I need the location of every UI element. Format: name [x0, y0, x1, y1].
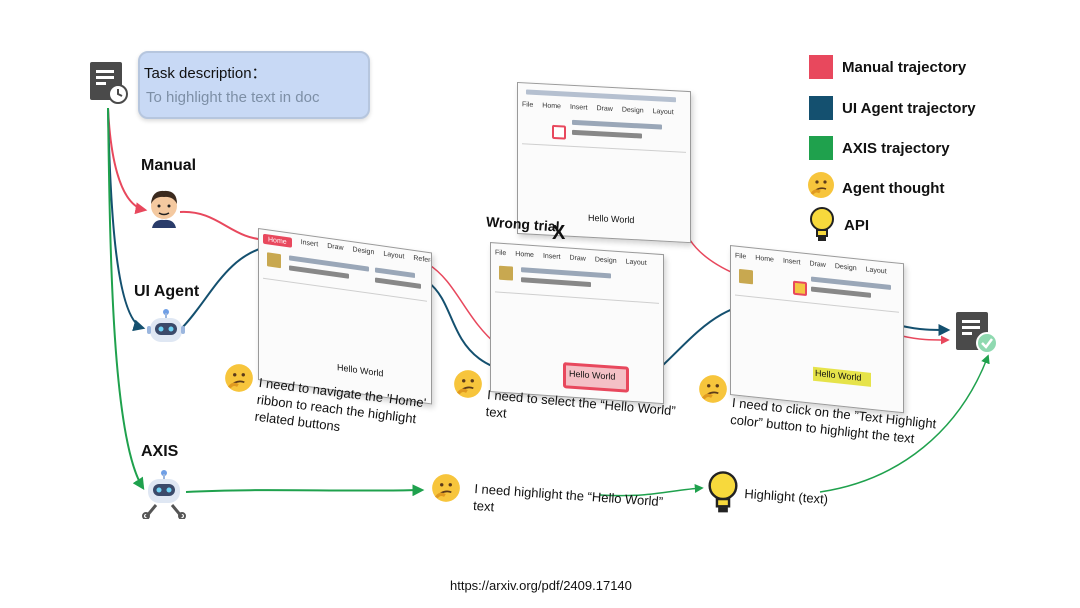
thinking-face-icon-2	[452, 368, 484, 405]
arrow-api-to-done	[819, 354, 990, 493]
doc3-menu-design: Design	[594, 256, 617, 265]
thinking-face-icon-3	[697, 373, 729, 410]
doc4-menu-layout: Layout	[865, 266, 887, 276]
legend-label-manual: Manual trajectory	[842, 59, 967, 76]
doc3-menu-home: Home	[515, 250, 534, 260]
task-text: To highlight the text in doc	[146, 89, 320, 106]
legend-label-axis: AXIS trajectory	[842, 140, 950, 157]
actor-label-ui-agent: UI Agent	[134, 283, 200, 300]
doc2-menu-file: File	[522, 101, 534, 109]
doc1-menu-references: References	[413, 254, 432, 267]
legend-thinking-face-icon	[806, 170, 836, 205]
doc3-menu-file: File	[495, 249, 507, 258]
arrow-manual-to-done	[901, 335, 950, 345]
doc-screenshot-select: File Home Insert Draw Design Layout Hell…	[490, 242, 664, 405]
doc1-hello-world: Hello World	[337, 362, 384, 379]
doc4-highlight-color-button	[793, 280, 807, 297]
doc4-menu-file: File	[735, 252, 747, 261]
legend-label-agent-thought: Agent thought	[842, 180, 945, 197]
arrow-manual-to-home	[179, 210, 273, 246]
task-complete-document-check-icon	[954, 310, 1000, 361]
doc1-menu-design: Design	[352, 246, 375, 257]
task-description-box	[138, 51, 370, 119]
doc4-menu-home: Home	[755, 254, 774, 264]
doc2-menu-home: Home	[542, 102, 561, 111]
doc2-ribbon	[522, 113, 686, 153]
legend-swatch-axis	[809, 136, 833, 160]
source-url: https://arxiv.org/pdf/2409.17140	[450, 578, 632, 593]
robot-wrench-icon	[142, 469, 186, 524]
legend-label-api: API	[844, 217, 870, 234]
doc1-menu-insert: Insert	[300, 238, 319, 249]
task-title: Task description：	[144, 65, 267, 82]
actor-label-axis: AXIS	[141, 443, 179, 460]
thinking-face-icon-axis	[430, 472, 462, 509]
doc2-menu-draw: Draw	[596, 105, 613, 114]
task-document-clock-icon	[88, 60, 128, 104]
actor-label-manual: Manual	[141, 157, 197, 174]
doc1-home-tab: Home	[263, 233, 292, 248]
thinking-face-icon-1	[223, 362, 255, 399]
legend-swatch-ui-agent	[809, 96, 833, 120]
arrow-axis-to-api	[599, 483, 704, 497]
doc4-menu-design: Design	[834, 263, 857, 273]
doc3-menu-insert: Insert	[542, 252, 561, 261]
doc4-menu-insert: Insert	[782, 257, 801, 267]
doc4-menu-draw: Draw	[809, 260, 826, 270]
doc1-menu-layout: Layout	[383, 250, 405, 261]
wrong-trial-x-mark: X	[552, 222, 566, 244]
doc-screenshot-highlight: File Home Insert Draw Design Layout Hell…	[730, 245, 904, 414]
arrow-uiagent-to-done	[901, 323, 951, 336]
human-avatar-icon	[146, 186, 182, 233]
legend-swatch-manual	[809, 55, 833, 79]
doc2-menu-design: Design	[621, 106, 644, 115]
robot-icon	[146, 308, 186, 353]
doc1-menu-draw: Draw	[327, 242, 344, 253]
arrow-axis-to-thought	[185, 484, 425, 497]
doc2-hello-world: Hello World	[588, 212, 635, 226]
doc2-menu-insert: Insert	[569, 103, 588, 112]
api-lightbulb-icon	[706, 470, 740, 521]
arrow-task-to-manual	[107, 107, 148, 215]
doc2-menu-layout: Layout	[652, 108, 674, 117]
legend-lightbulb-icon	[808, 206, 836, 249]
arrow-uiagent-to-home	[179, 242, 273, 331]
arrow-task-to-axis	[107, 107, 145, 491]
doc3-menu-layout: Layout	[625, 258, 647, 267]
doc3-menu-draw: Draw	[569, 254, 586, 263]
doc2-wrong-button	[552, 124, 566, 140]
legend-label-ui-agent: UI Agent trajectory	[842, 100, 976, 117]
